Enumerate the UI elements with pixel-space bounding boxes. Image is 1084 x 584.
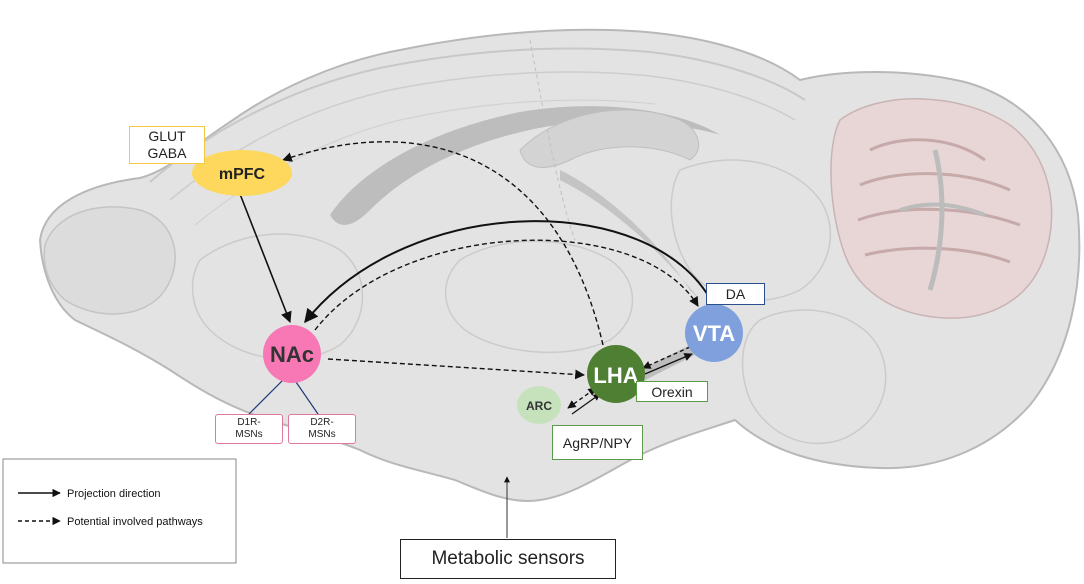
d2r-msns-box: D2R- MSNs: [288, 414, 356, 444]
metabolic-sensors-box: Metabolic sensors: [400, 539, 616, 579]
brainstem-outline: [741, 309, 887, 445]
glut-label: GLUT: [148, 128, 186, 144]
brain-silhouette: [38, 28, 1081, 502]
cortex-layer-2: [169, 71, 796, 201]
arrow-vta-to-nac: [304, 220, 716, 324]
arrow-vta-to-lha-dashed: [642, 346, 691, 369]
orexin-box: Orexin: [636, 381, 708, 402]
node-vta: VTA: [685, 304, 743, 362]
arrow-arc-lha-dashed: [567, 387, 597, 409]
d2r-msns-label: MSNs: [308, 429, 336, 440]
d1r-msns-box: D1R- MSNs: [215, 414, 283, 444]
cortex-layer-1: [149, 47, 806, 183]
node-arc: ARC: [517, 386, 561, 424]
agrp-npy-box: AgRP/NPY: [552, 425, 643, 460]
node-mpfc: mPFC: [192, 150, 292, 196]
connector-nac-d1r: [248, 379, 284, 415]
node-label-vta: VTA: [693, 321, 735, 346]
node-label-lha: LHA: [593, 363, 638, 388]
legend: Projection direction Potential involved …: [2, 458, 237, 564]
connector-nac-d2r: [295, 381, 319, 415]
d1r-msns-label: MSNs: [235, 429, 263, 440]
da-box: DA: [706, 283, 765, 305]
arrow-nac-to-vta-dashed: [314, 239, 699, 331]
arrow-lha-to-mpfc-dashed: [282, 141, 604, 346]
cerebellum: [830, 98, 1053, 319]
node-nac: NAc: [263, 325, 321, 383]
arrow-mpfc-to-nac: [239, 193, 292, 324]
midline-boundary: [529, 39, 576, 241]
legend-projection-label: Projection direction: [67, 488, 161, 500]
d1r-label: D1R-: [237, 417, 261, 428]
gaba-label: GABA: [147, 145, 187, 161]
midbrain-outline: [670, 159, 832, 302]
thalamus-outline: [444, 240, 634, 354]
glut-gaba-box: GLUT GABA: [129, 126, 205, 164]
agrp-npy-label: AgRP/NPY: [562, 434, 633, 451]
corpus-callosum: [330, 106, 720, 225]
metabolic-sensors-label: Metabolic sensors: [431, 548, 585, 569]
node-lha: LHA: [587, 345, 645, 403]
d2r-label: D2R-: [310, 417, 334, 428]
olfactory-bulb: [43, 206, 176, 315]
striatum-outline: [191, 233, 364, 360]
node-label-arc: ARC: [526, 399, 552, 413]
arrow-lha-to-vta: [644, 353, 693, 375]
fiber-tract: [560, 170, 700, 300]
node-label-mpfc: mPFC: [219, 166, 266, 183]
orexin-label: Orexin: [651, 383, 693, 400]
pathway-arrows: [239, 141, 716, 538]
arrow-nac-to-lha-dashed: [327, 358, 585, 380]
arrow-arc-lha: [571, 393, 601, 415]
da-label: DA: [725, 286, 746, 302]
hippocampus: [519, 109, 700, 168]
node-label-nac: NAc: [270, 342, 314, 367]
legend-potential-label: Potential involved pathways: [67, 516, 203, 528]
